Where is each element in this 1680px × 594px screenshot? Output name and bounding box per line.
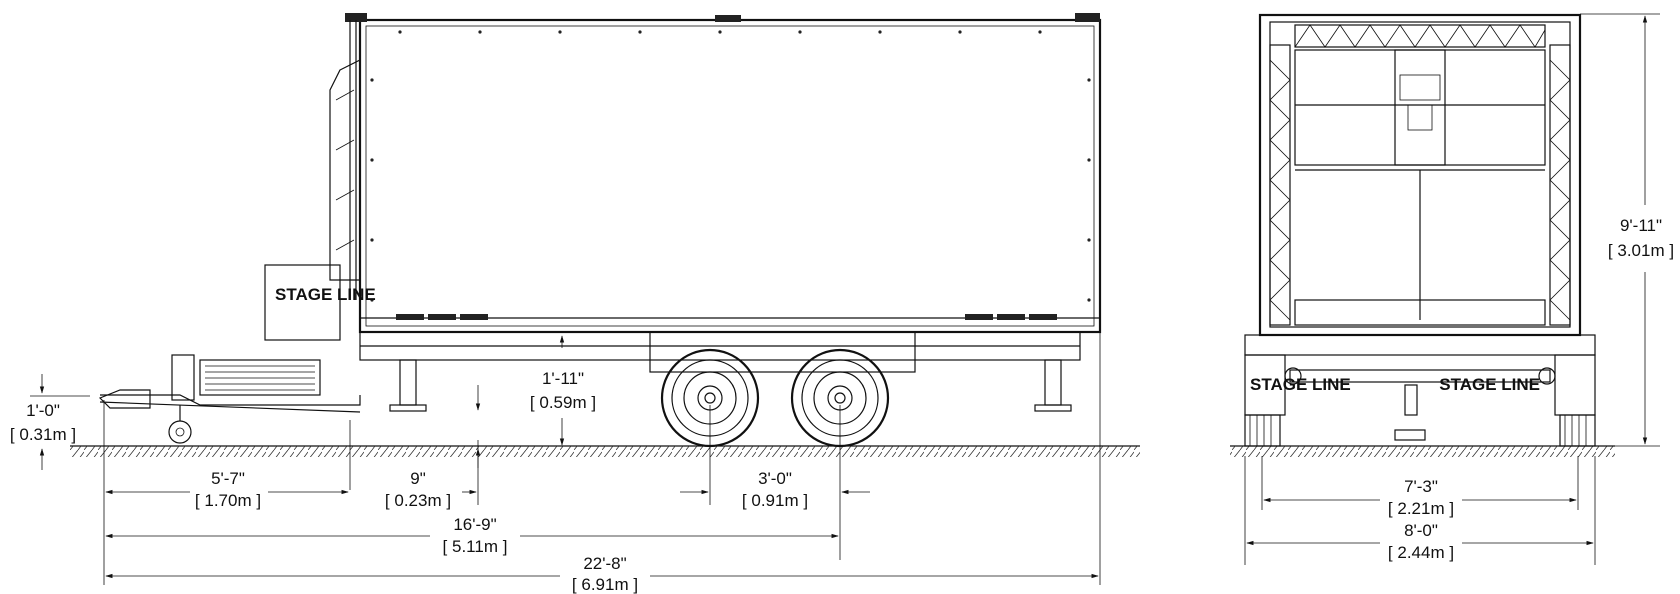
svg-text:16'-9": 16'-9" — [453, 515, 496, 534]
side-ground — [70, 445, 1140, 457]
dim-hitch-height: 1'-0" [ 0.31m ] — [10, 401, 76, 444]
lift-tower — [329, 20, 361, 300]
rear-logo-left: STAGE LINE — [1250, 375, 1351, 394]
rear-extension-lines — [1244, 13, 1660, 565]
svg-text:8'-0": 8'-0" — [1404, 521, 1438, 540]
side-view: STAGE LINE — [10, 13, 1140, 594]
rear-box — [1258, 13, 1582, 337]
dim-hitch-to-box: 5'-7" [ 1.70m ] — [195, 469, 261, 510]
dim-overall-height: 9'-11" [ 3.01m ] — [1608, 216, 1674, 260]
generator-box: STAGE LINE — [264, 264, 376, 341]
rear-chassis: STAGE LINE STAGE LINE — [1244, 334, 1596, 447]
dim-box-overhang: 9" [ 0.23m ] — [385, 469, 451, 510]
dim-track-width: 7'-3" [ 2.21m ] — [1388, 477, 1454, 518]
dim-box-clearance: 1'-11" [ 0.59m ] — [530, 369, 596, 412]
svg-text:[ 2.21m ]: [ 2.21m ] — [1388, 499, 1454, 518]
svg-text:[ 5.11m ]: [ 5.11m ] — [443, 537, 508, 556]
svg-text:[ 3.01m ]: [ 3.01m ] — [1608, 241, 1674, 260]
svg-text:[ 0.31m ]: [ 0.31m ] — [10, 425, 76, 444]
svg-text:[ 1.70m ]: [ 1.70m ] — [195, 491, 261, 510]
wheel-rear — [790, 348, 890, 448]
rear-logo-right: STAGE LINE — [1439, 375, 1540, 394]
svg-text:9": 9" — [410, 469, 426, 488]
svg-text:[ 0.59m ]: [ 0.59m ] — [530, 393, 596, 412]
svg-text:[ 0.91m ]: [ 0.91m ] — [742, 491, 808, 510]
rear-dimension-lines — [1246, 15, 1648, 546]
side-extension-lines — [30, 330, 1101, 585]
dim-overall-width: 8'-0" [ 2.44m ] — [1388, 521, 1454, 562]
svg-text:[ 6.91m ]: [ 6.91m ] — [572, 575, 638, 594]
svg-text:9'-11": 9'-11" — [1620, 216, 1662, 235]
svg-text:[ 2.44m ]: [ 2.44m ] — [1388, 543, 1454, 562]
chassis — [98, 331, 1081, 444]
svg-text:7'-3": 7'-3" — [1404, 477, 1438, 496]
dim-axle-spacing: 3'-0" [ 0.91m ] — [742, 469, 808, 510]
svg-text:22'-8": 22'-8" — [583, 554, 626, 573]
svg-text:1'-11": 1'-11" — [542, 369, 584, 388]
rear-ground — [1230, 445, 1615, 457]
dim-overall-length: 22'-8" [ 6.91m ] — [572, 554, 638, 594]
cargo-box — [345, 13, 1102, 334]
svg-text:5'-7": 5'-7" — [211, 469, 245, 488]
svg-text:3'-0": 3'-0" — [758, 469, 792, 488]
rear-view: STAGE LINE STAGE LINE — [1230, 13, 1674, 565]
side-dimension-lines — [39, 335, 1099, 579]
side-logo: STAGE LINE — [275, 285, 376, 304]
svg-text:[ 0.23m ]: [ 0.23m ] — [385, 491, 451, 510]
dim-hitch-to-rear-axle: 16'-9" [ 5.11m ] — [443, 515, 508, 556]
svg-text:1'-0": 1'-0" — [26, 401, 60, 420]
